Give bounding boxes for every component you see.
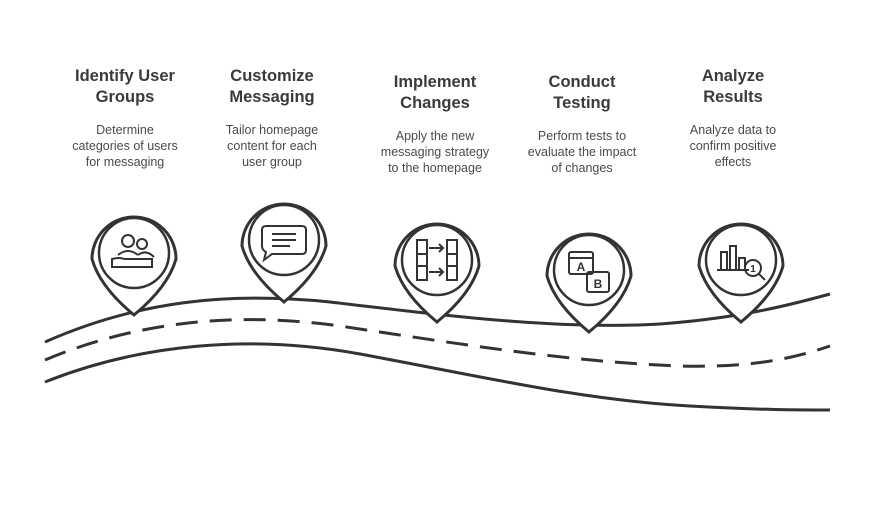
- step-desc-line: user group: [242, 155, 302, 169]
- step-analyze-results: Analyze Results Analyze data to confirm …: [658, 66, 808, 170]
- svg-text:A: A: [577, 260, 586, 274]
- step-desc-line: messaging strategy: [380, 145, 490, 159]
- step-desc-line: for messaging: [85, 155, 165, 169]
- step-title: Identify User Groups: [50, 66, 200, 108]
- svg-text:B: B: [594, 277, 603, 291]
- step-title-line: Analyze: [701, 67, 765, 85]
- step-title-line: Groups: [95, 88, 155, 106]
- step-desc-line: of changes: [551, 161, 613, 175]
- step-conduct-testing: Conduct Testing Perform tests to evaluat…: [507, 72, 657, 176]
- step-desc-line: categories of users: [72, 139, 178, 153]
- step-desc-line: Analyze data to: [689, 123, 777, 137]
- ab-test-icon: A B: [568, 251, 610, 293]
- location-pin-2: [240, 202, 328, 304]
- step-desc-line: Perform tests to: [537, 129, 627, 143]
- step-title-line: Implement: [393, 73, 477, 91]
- step-title-line: Identify User: [75, 67, 175, 85]
- flow-arrows-icon: [416, 239, 458, 281]
- step-desc-line: content for each: [227, 139, 317, 153]
- step-identify-user-groups: Identify User Groups Determine categorie…: [50, 66, 200, 170]
- step-title: Analyze Results: [658, 66, 808, 108]
- step-description: Perform tests to evaluate the impact of …: [507, 128, 657, 176]
- step-desc-line: confirm positive: [689, 139, 777, 153]
- chat-message-icon: [261, 225, 307, 263]
- road-center-dashes: [44, 318, 831, 368]
- location-pin-4: A B: [545, 232, 633, 334]
- step-desc-line: Determine: [96, 123, 154, 137]
- step-desc-line: evaluate the impact: [527, 145, 637, 159]
- step-desc-line: effects: [714, 155, 752, 169]
- step-title-line: Testing: [553, 94, 611, 112]
- chart-magnifier-icon: 1: [717, 245, 766, 281]
- step-title: Customize Messaging: [197, 66, 347, 108]
- step-title-line: Customize: [230, 67, 314, 85]
- step-title-line: Changes: [400, 94, 470, 112]
- step-description: Determine categories of users for messag…: [50, 122, 200, 170]
- step-description: Analyze data to confirm positive effects: [658, 122, 808, 170]
- step-title-line: Messaging: [229, 88, 315, 106]
- svg-text:1: 1: [750, 264, 756, 275]
- location-pin-1: [90, 215, 178, 317]
- location-pin-3: [393, 222, 481, 324]
- step-title-line: Conduct: [548, 73, 616, 91]
- step-desc-line: Tailor homepage: [225, 123, 319, 137]
- step-description: Tailor homepage content for each user gr…: [197, 122, 347, 170]
- road-bottom-edge: [44, 342, 831, 412]
- location-pin-5: 1: [697, 222, 785, 324]
- users-icon: [111, 234, 155, 268]
- step-title: Conduct Testing: [507, 72, 657, 114]
- step-title: Implement Changes: [360, 72, 510, 114]
- step-title-line: Results: [703, 88, 763, 106]
- step-customize-messaging: Customize Messaging Tailor homepage cont…: [197, 66, 347, 170]
- step-description: Apply the new messaging strategy to the …: [360, 128, 510, 176]
- step-implement-changes: Implement Changes Apply the new messagin…: [360, 72, 510, 176]
- step-desc-line: Apply the new: [395, 129, 475, 143]
- step-desc-line: to the homepage: [388, 161, 482, 175]
